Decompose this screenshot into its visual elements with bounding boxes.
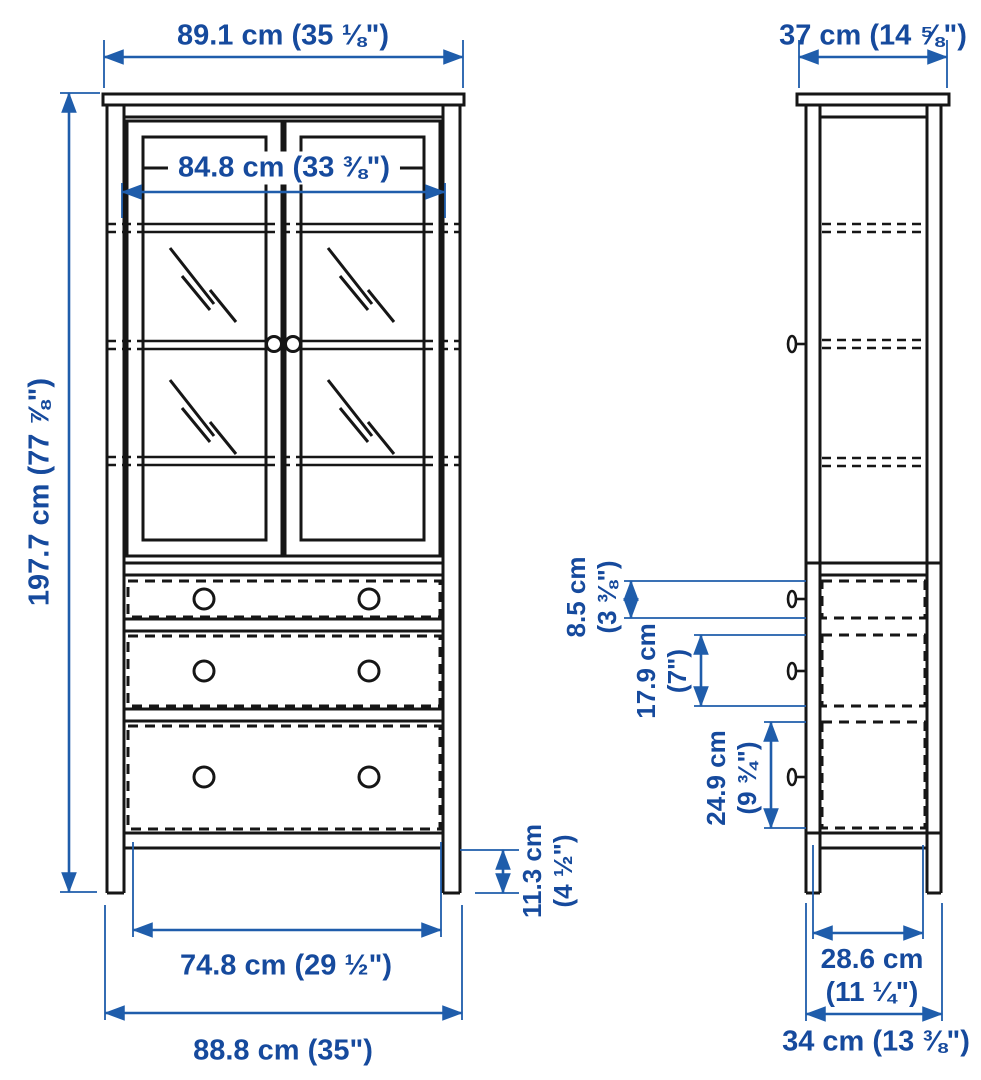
side-drawer-3-outline [820,720,927,830]
drawer-knob [357,765,381,789]
dim-label-drawer3-height: 24.9 cm (9 ¾") [701,730,763,825]
side-drawer-2-outline [820,633,927,708]
dim-label-height: 197.7 cm (77 ⅞") [23,377,56,607]
cabinet-frame [101,92,466,895]
leg-height-in: (4 ½") [548,834,578,908]
dim-label-top-depth: 37 cm (14 ⅝") [779,19,967,52]
drawer-knob [192,587,216,611]
drawer1-height-in: (3 ⅜") [592,560,622,634]
arrow-lines [61,49,949,1022]
drawer3-height-cm: 24.9 cm [701,730,731,826]
top-board [101,92,466,107]
dim-label-top-width: 89.1 cm (35 ⅛") [176,19,390,52]
dim-label-drawer1-height: 8.5 cm (3 ⅜") [561,557,623,638]
inner-depth-cm: 28.6 cm [820,943,924,974]
inner-depth-in: (11 ¼") [825,976,919,1007]
leg-height-cm: 11.3 cm [517,824,547,918]
drawer-knob [357,659,381,683]
front-view-drawing [101,92,466,895]
dim-label-drawer-width: 74.8 cm (29 ½") [179,949,393,982]
glass-doors [125,119,442,558]
drawer-knob-profile [786,661,798,681]
side-knobs [786,334,806,787]
drawer-knob-profile [786,589,798,609]
drawer2-height-in: (7") [662,648,692,694]
shelf-lines [107,222,460,467]
drawer-knob-profile [786,767,798,787]
drawer-knob [357,587,381,611]
drawer-knob [192,765,216,789]
dim-label-base-width: 88.8 cm (35") [193,1034,373,1067]
drawer-1-outline [126,579,442,619]
drawer3-height-in: (9 ¾") [732,741,762,815]
side-shelf-lines [822,222,925,468]
drawer-knob [192,659,216,683]
glass-door-right [283,119,442,558]
door-knob [265,335,283,353]
door-knob-profile [786,334,798,354]
drawer-section [124,561,443,850]
dim-label-inner-width: 84.8 cm (33 ⅜") [167,151,401,185]
drawer2-height-cm: 17.9 cm [631,623,661,719]
drawer1-height-cm: 8.5 cm [561,556,591,638]
side-drawer-1-outline [820,579,927,620]
side-frame [795,92,951,895]
door-knob [284,335,302,353]
drawer-3-outline [126,724,442,831]
dim-label-leg-height: 11.3 cm (4 ½") [517,824,579,918]
side-drawer-section [806,561,941,850]
glass-reflection-marks [168,247,396,455]
dim-label-drawer2-height: 17.9 cm (7") [631,623,693,718]
drawer-2-outline [126,634,442,708]
dim-label-base-depth: 34 cm (13 ⅜") [782,1025,970,1058]
side-view-drawing [786,92,951,895]
dim-label-inner-depth: 28.6 cm (11 ¼") [821,942,924,1008]
side-top-board [795,92,951,107]
dimension-lines [60,40,949,1022]
glass-door-left [125,119,284,558]
